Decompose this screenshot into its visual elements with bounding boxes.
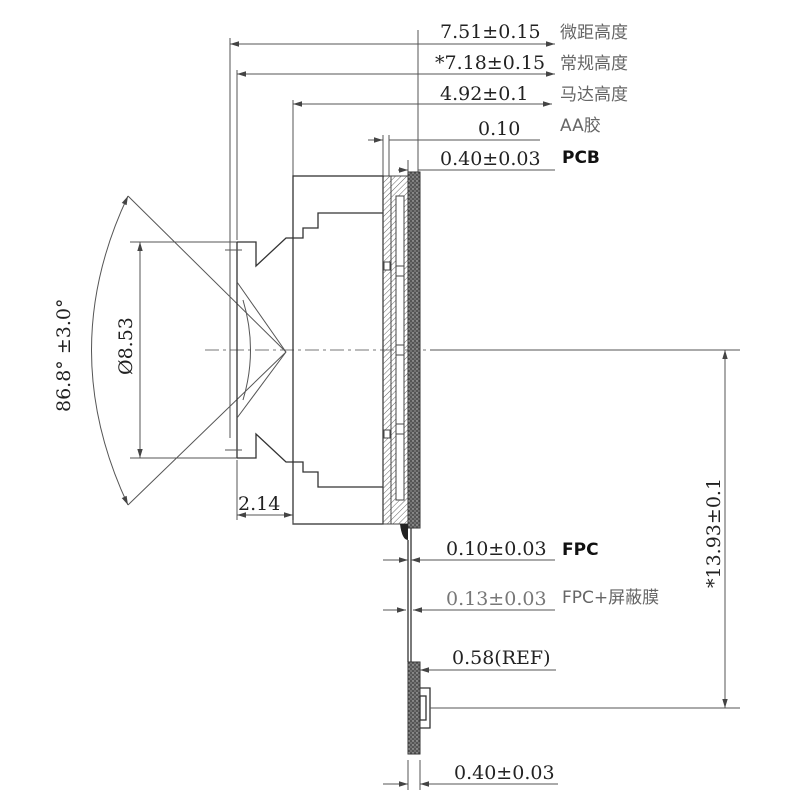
fpc-shield-value: 0.13±0.03 bbox=[446, 588, 547, 610]
fpc-cable bbox=[383, 528, 555, 662]
fov-arc bbox=[91, 195, 287, 506]
normal-height-label: 常规高度 bbox=[560, 54, 628, 74]
connector bbox=[383, 661, 740, 790]
total-height-value: *13.93±0.1 bbox=[703, 478, 725, 588]
pcb-label: PCB bbox=[562, 148, 600, 168]
fov-value: 86.8° ±3.0° bbox=[53, 299, 75, 412]
diameter-value: Ø8.53 bbox=[115, 317, 137, 375]
diameter-dimension bbox=[130, 241, 248, 459]
top-dimension-lines bbox=[229, 30, 555, 262]
lens-offset-dimension bbox=[236, 460, 294, 524]
fpc-shield-label: FPC+屏蔽膜 bbox=[562, 588, 659, 608]
lens-offset-value: 2.14 bbox=[238, 493, 280, 515]
motor-height-label: 马达高度 bbox=[560, 85, 628, 105]
lens-barrel bbox=[225, 237, 293, 463]
ref-value: 0.58(REF) bbox=[452, 647, 551, 669]
total-height-dimension bbox=[430, 349, 740, 708]
motor-height-value: 4.92±0.1 bbox=[440, 83, 528, 105]
pcb-value: 0.40±0.03 bbox=[440, 148, 541, 170]
bottom-value: 0.40±0.03 bbox=[454, 762, 555, 784]
fpc-value: 0.10±0.03 bbox=[446, 538, 547, 560]
aa-glue-label: AA胶 bbox=[560, 116, 601, 136]
aa-glue-value: 0.10 bbox=[478, 118, 520, 140]
macro-height-value: 7.51±0.15 bbox=[440, 21, 541, 43]
pcb-stack bbox=[382, 171, 421, 540]
fpc-label: FPC bbox=[562, 540, 599, 560]
normal-height-value: *7.18±0.15 bbox=[435, 52, 545, 74]
macro-height-label: 微距高度 bbox=[560, 23, 628, 43]
